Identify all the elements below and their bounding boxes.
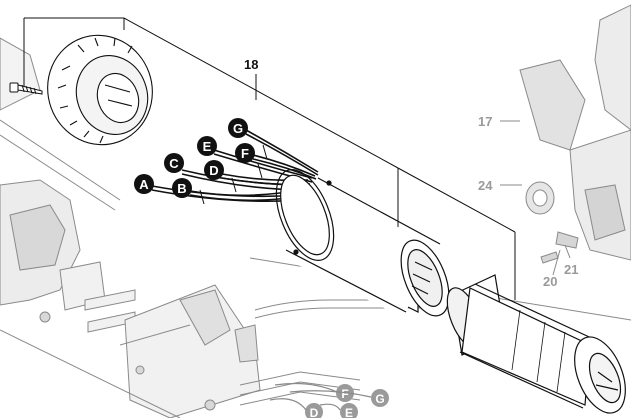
callout-frame-18 — [23, 17, 516, 300]
svg-text:C: C — [169, 156, 179, 171]
wire-tag-f: F — [235, 143, 255, 163]
background-housing-left — [0, 37, 121, 306]
svg-text:A: A — [139, 177, 149, 192]
wire-tag-d: D — [204, 160, 224, 180]
svg-text:G: G — [375, 392, 384, 406]
svg-text:D: D — [310, 406, 319, 418]
end-cap-ring — [47, 34, 153, 146]
callout-20: 20 — [543, 274, 557, 289]
callout-17: 17 — [478, 114, 492, 129]
svg-text:G: G — [233, 121, 243, 136]
stator-cylinder — [275, 168, 450, 318]
background-board-and-rails — [0, 257, 631, 418]
callout-21: 21 — [564, 262, 578, 277]
gray-leader-lines — [500, 120, 571, 276]
gray-wire-tag-e: E — [340, 403, 358, 418]
svg-text:E: E — [345, 406, 353, 418]
wire-breaks — [199, 144, 268, 205]
background-housing-right — [519, 4, 631, 264]
svg-text:D: D — [209, 163, 218, 178]
wire-tag-c: C — [164, 153, 184, 173]
svg-text:F: F — [241, 146, 249, 161]
screw — [9, 82, 43, 95]
callout-18: 18 — [244, 57, 258, 72]
svg-text:F: F — [341, 387, 348, 401]
svg-text:E: E — [203, 139, 212, 154]
wire-tag-g: G — [228, 118, 248, 138]
wire-tag-a: A — [134, 174, 154, 194]
motor-body — [446, 274, 626, 414]
wire-tag-e: E — [197, 136, 217, 156]
wire-tag-b: B — [172, 178, 192, 198]
svg-text:B: B — [177, 181, 186, 196]
gray-wire-tag-g: G — [371, 389, 389, 407]
callout-24: 24 — [478, 178, 493, 193]
gray-wire-leads — [269, 382, 372, 411]
gray-wire-tag-d: D — [305, 403, 323, 418]
